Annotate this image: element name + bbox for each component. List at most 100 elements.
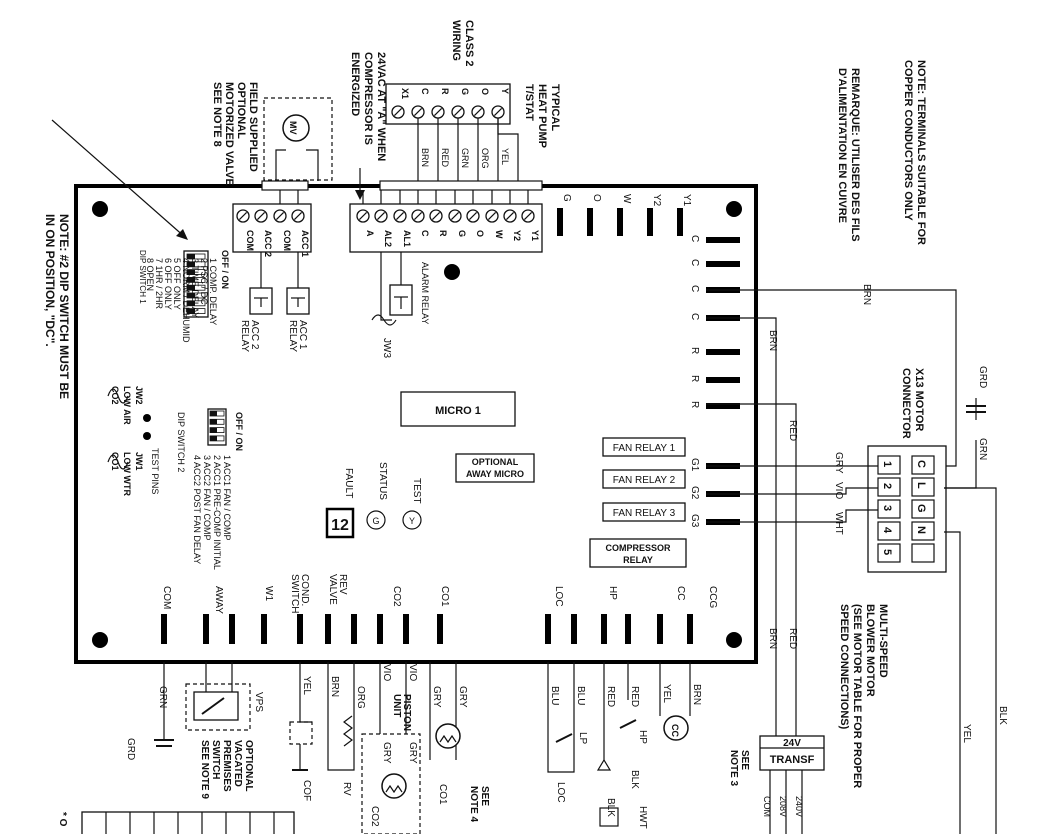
dip1-toggle[interactable] <box>187 254 195 259</box>
dip-note-1: IN ON POSITION, "DC". <box>43 214 57 347</box>
motor-pin-number: 5 <box>881 549 893 555</box>
motor-pin-number: 3 <box>881 505 893 511</box>
acc-top-connector <box>261 180 309 191</box>
grn-label: GRN <box>977 438 988 460</box>
screw-slot <box>453 107 463 117</box>
tap-com: COM <box>762 796 772 817</box>
transformer-name: TRANSF <box>770 754 815 766</box>
gry-bottom-2: GRY <box>457 686 468 708</box>
bottom-pin-label: CC <box>675 586 686 600</box>
pin-label: C <box>689 235 700 242</box>
dip1-item: 6 OFF ONLY <box>163 258 173 310</box>
grd-bottom-label: GRD <box>125 738 136 760</box>
vio-bottom-2: VIO <box>407 664 418 681</box>
jw2-label-1: LOW AIR <box>122 386 132 425</box>
class2-note-0: CLASS 2 <box>463 20 475 66</box>
hwt-label: HWT <box>637 806 648 829</box>
red-mid-label: RED <box>787 420 798 441</box>
fan-relay-3-label: FAN RELAY 3 <box>613 508 676 519</box>
rv-coil-icon <box>343 715 353 747</box>
vps-note-3: SWITCH <box>210 740 221 779</box>
red-bottom-2: RED <box>629 686 640 707</box>
wht-wire <box>706 509 878 523</box>
dip1-toggle[interactable] <box>187 269 195 275</box>
blower-note-1: BLOWER MOTOR <box>864 604 876 697</box>
pin-label: O <box>591 194 602 202</box>
screw-slot <box>238 211 248 221</box>
fan-relay-3-box <box>602 502 686 522</box>
jw1-label-2: CO1 <box>110 452 120 471</box>
co1-sensor-icon <box>435 723 461 749</box>
acc-terminal-label: COM <box>282 230 292 251</box>
tstat-terminal-label: R <box>440 88 450 95</box>
brn-wire-mid <box>706 317 777 736</box>
screw-slot <box>473 107 483 117</box>
pin-label: W <box>621 194 632 204</box>
dip-switch-1[interactable] <box>183 250 209 318</box>
dip2-toggle[interactable] <box>210 411 217 416</box>
dip2-toggle[interactable] <box>210 435 217 441</box>
fan-relay-2-label: FAN RELAY 2 <box>613 475 676 486</box>
brn-motor-label: BRN <box>861 284 872 305</box>
dip1-toggle[interactable] <box>187 293 195 298</box>
red-bottom-1: RED <box>605 686 616 707</box>
acc-terminal-label: ACC 2 <box>263 230 273 257</box>
dip2-title: OFF / ON <box>234 412 244 451</box>
dip1-toggle[interactable] <box>187 285 195 291</box>
dip1-toggle[interactable] <box>187 300 195 306</box>
motor-pin-box <box>877 455 901 475</box>
bottom-pin-label: SWITCH <box>289 574 300 613</box>
screw-slot <box>431 211 441 221</box>
dip1-toggle[interactable] <box>187 261 195 267</box>
jw1-label-0: JW1 <box>134 452 144 471</box>
bottom-pin-label: LOC <box>553 586 564 607</box>
acc-relay-1 <box>286 287 310 315</box>
dip-switch-2[interactable] <box>207 408 227 446</box>
dip1-name: DIP SWITCH 1 <box>138 250 147 304</box>
test-led-letter: Y <box>409 516 415 526</box>
vps-note-2: PREMISES <box>221 740 232 792</box>
pin-label: Y1 <box>681 194 692 207</box>
motor-pin-letter: C <box>915 460 927 468</box>
motor-pin-letter: N <box>915 526 927 534</box>
motor-pin-box <box>877 499 901 519</box>
motorized-valve-box <box>263 97 333 181</box>
tstat-wire-label: ORG <box>480 148 490 169</box>
acc-relay-2-label: ACC 2 <box>249 320 260 350</box>
vps-note-1: VACATED <box>232 740 243 787</box>
motor-letter-box <box>911 477 935 497</box>
compressor-note-1: COMPRESSOR IS <box>362 52 374 145</box>
tap-240: 240V <box>794 796 804 817</box>
dip2-toggle[interactable] <box>210 419 217 425</box>
mounting-hole-mid <box>444 264 460 280</box>
valve-note-3: SEE NOTE 8 <box>211 82 223 147</box>
mv-icon <box>282 114 310 142</box>
transformer <box>759 735 825 771</box>
transformer-24v: 24V <box>783 738 801 749</box>
screw-slot <box>413 211 423 221</box>
pin-label: C <box>689 313 700 320</box>
dip1-toggle[interactable] <box>187 277 195 283</box>
fan-relay-2-box <box>602 469 686 489</box>
mounting-hole-tr <box>726 201 742 217</box>
dip1-item: 7 1HR / 2HR <box>154 258 164 310</box>
red-mid-label-2: RED <box>787 628 798 649</box>
see-note3-0: SEE <box>739 750 750 770</box>
dip1-toggle[interactable] <box>187 308 195 314</box>
grn-wire <box>944 440 977 489</box>
pin-label: R <box>689 375 700 382</box>
gry-bottom-3: GRY <box>381 742 392 764</box>
mounting-hole-br <box>726 632 742 648</box>
motor-pin-letter: G <box>915 504 927 513</box>
dip-note-arrowhead <box>176 229 188 240</box>
dip2-toggle[interactable] <box>210 427 217 433</box>
pin-label: C <box>689 285 700 292</box>
bottom-pin-label: CCG <box>707 586 718 608</box>
valve-note-1: OPTIONAL <box>235 82 247 139</box>
yel-label: YEL <box>961 724 972 743</box>
piston-unit-1: UNIT <box>391 694 402 717</box>
dip2-item: 4 ACC2 POST FAN DELAY <box>192 455 202 564</box>
pin-label: G3 <box>689 514 700 528</box>
